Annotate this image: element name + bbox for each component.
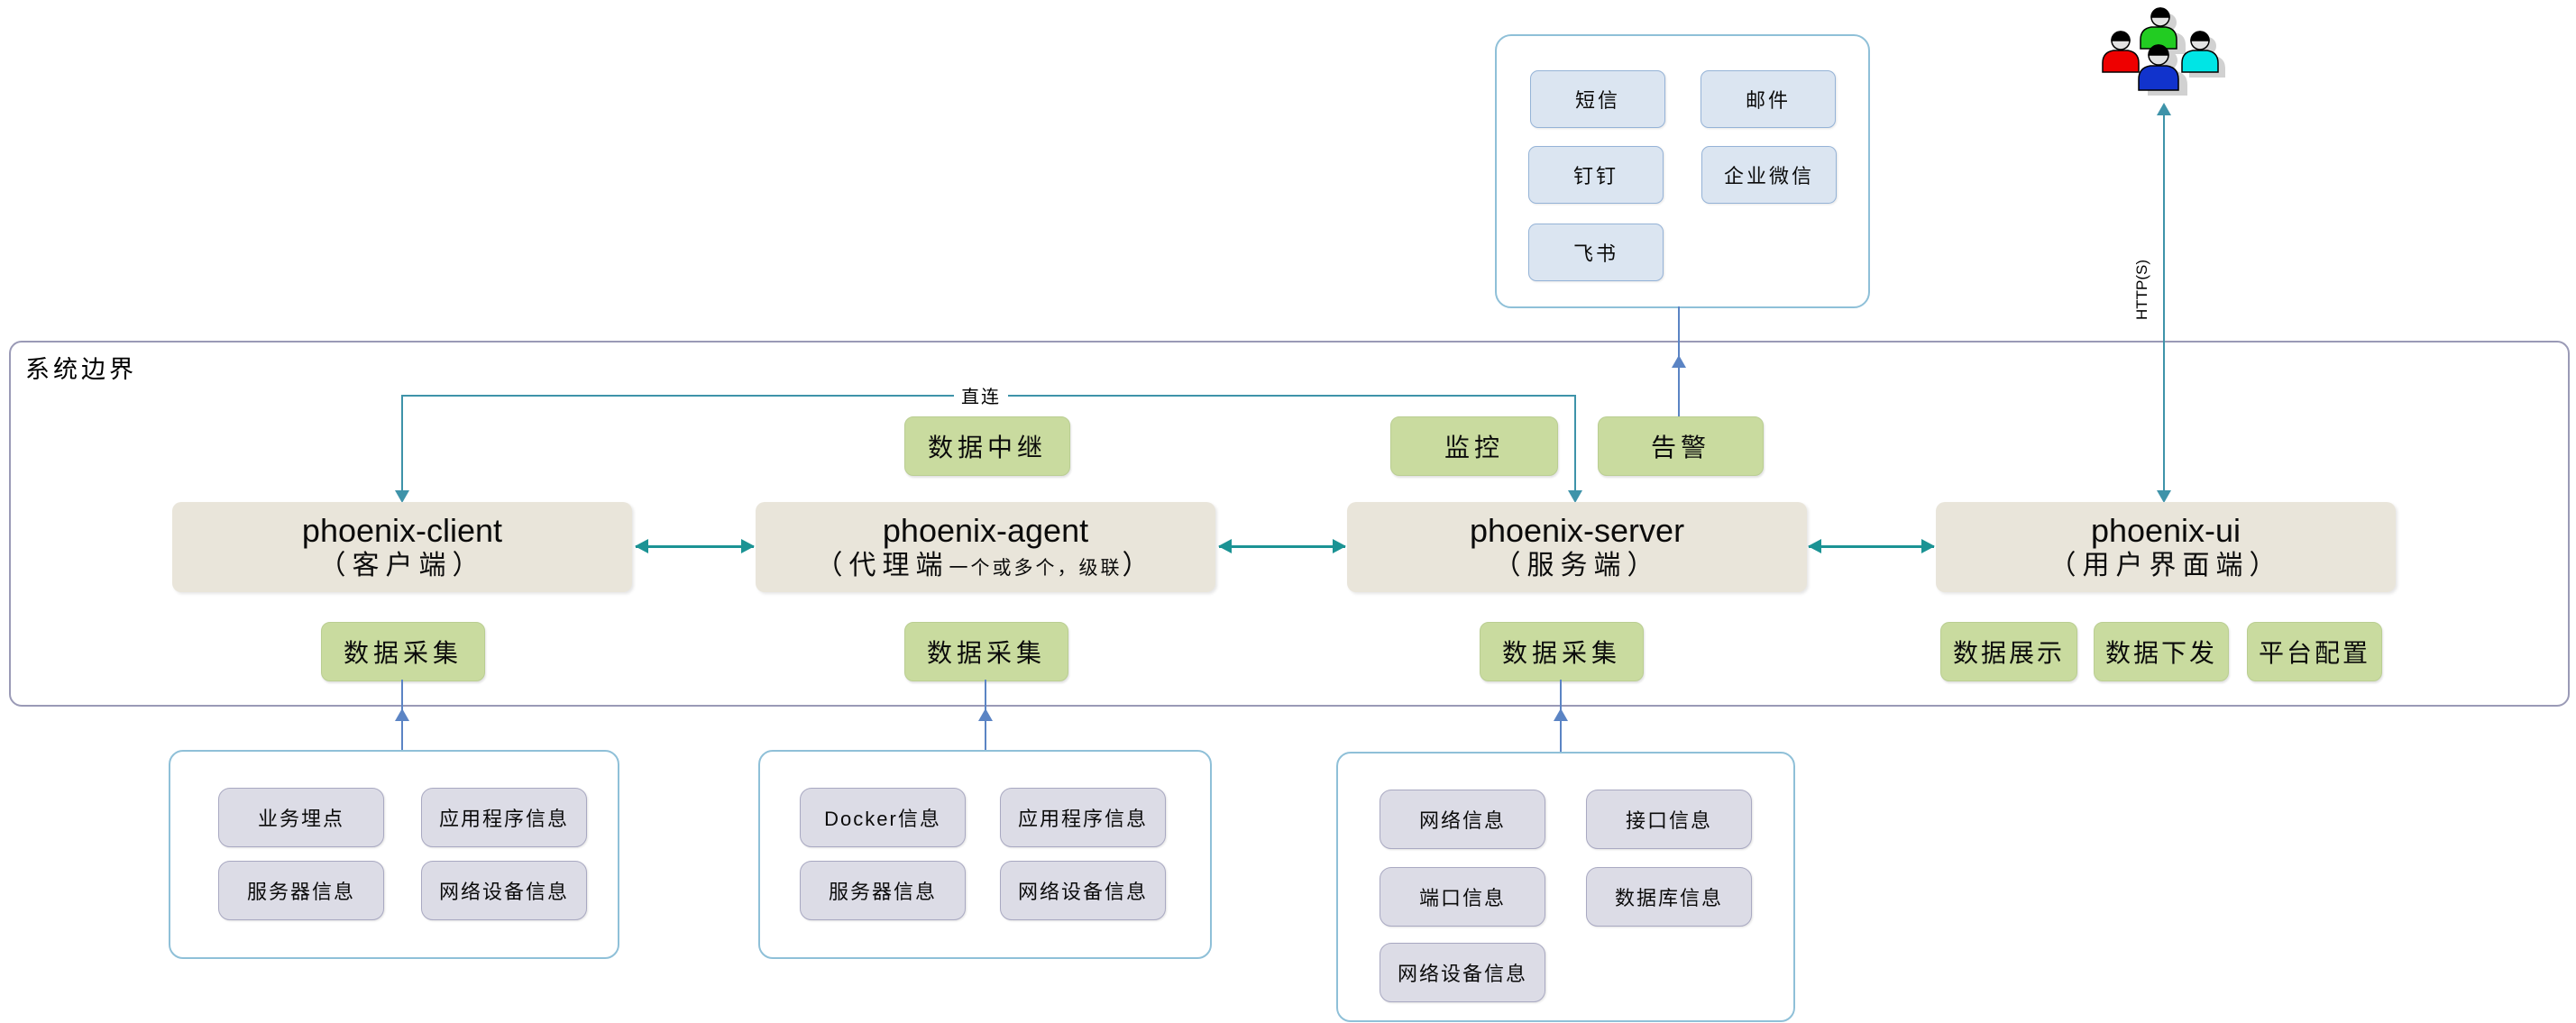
component-subtitle: （用户界面端） <box>2049 550 2283 580</box>
info-box: 端口信息 <box>1380 867 1545 927</box>
direct-arrow-server-icon <box>1568 490 1582 503</box>
client-collect-arrow-icon <box>395 708 409 721</box>
agent-sources-group: Docker信息 应用程序信息 服务器信息 网络设备信息 <box>758 750 1212 959</box>
info-box: 数据库信息 <box>1586 867 1752 927</box>
notify-box-email: 邮件 <box>1701 70 1836 128</box>
arrow-right-icon <box>1333 539 1346 553</box>
notify-box-dingtalk: 钉钉 <box>1528 146 1664 204</box>
info-box: 服务器信息 <box>800 861 966 920</box>
link-agent-server <box>1218 539 1346 553</box>
subtitle-prefix: （代理端 <box>815 550 949 580</box>
server-collect-box: 数据采集 <box>1480 622 1644 681</box>
arrow-right-icon <box>741 539 755 553</box>
ui-function-dispatch-box: 数据下发 <box>2094 622 2229 681</box>
client-collect-box: 数据采集 <box>321 622 485 681</box>
direct-arrow-client-icon <box>395 490 409 503</box>
arrow-left-icon <box>1808 539 1821 553</box>
https-link-label: HTTP(S) <box>2133 260 2150 321</box>
link-client-agent <box>635 539 755 553</box>
https-link-line <box>2163 108 2165 492</box>
component-phoenix-server: phoenix-server （服务端） <box>1347 502 1807 592</box>
component-phoenix-agent: phoenix-agent （代理端一个或多个，级联） <box>756 502 1215 592</box>
notify-box-feishu: 飞书 <box>1528 224 1664 281</box>
info-box: 网络设备信息 <box>421 861 587 920</box>
info-box: 业务埋点 <box>218 788 384 847</box>
notification-channels-group: 短信 邮件 钉钉 企业微信 飞书 <box>1495 34 1870 308</box>
info-box: 网络设备信息 <box>1380 943 1545 1002</box>
alert-box: 告警 <box>1598 416 1764 476</box>
users-icon <box>2102 7 2225 96</box>
component-phoenix-ui: phoenix-ui （用户界面端） <box>1936 502 2396 592</box>
subtitle-suffix: ） <box>1122 550 1156 580</box>
info-box: 应用程序信息 <box>1000 788 1166 847</box>
component-title: phoenix-ui <box>2090 512 2241 550</box>
https-arrow-down-icon <box>2157 490 2171 503</box>
monitor-box: 监控 <box>1390 416 1558 476</box>
info-box: 网络设备信息 <box>1000 861 1166 920</box>
info-box: 网络信息 <box>1380 790 1545 849</box>
component-subtitle: （服务端） <box>1493 550 1661 580</box>
system-boundary-label: 系统边界 <box>25 356 137 383</box>
alert-arrow-up-icon <box>1672 355 1686 368</box>
link-server-ui <box>1808 539 1935 553</box>
ui-function-config-box: 平台配置 <box>2247 622 2382 681</box>
server-sources-group: 网络信息 接口信息 端口信息 数据库信息 网络设备信息 <box>1336 752 1795 1022</box>
info-box: 服务器信息 <box>218 861 384 920</box>
https-arrow-up-icon <box>2157 103 2171 115</box>
relay-box: 数据中继 <box>904 416 1070 476</box>
info-box: 应用程序信息 <box>421 788 587 847</box>
arrow-left-icon <box>635 539 648 553</box>
info-box: Docker信息 <box>800 788 966 847</box>
direct-link-label: 直连 <box>954 382 1008 408</box>
component-phoenix-client: phoenix-client （客户端） <box>172 502 632 592</box>
notify-box-sms: 短信 <box>1530 70 1665 128</box>
component-title: phoenix-client <box>301 512 503 550</box>
notify-box-wecom: 企业微信 <box>1701 146 1837 204</box>
direct-link-line-left <box>401 395 403 492</box>
arrow-left-icon <box>1218 539 1232 553</box>
client-sources-group: 业务埋点 应用程序信息 服务器信息 网络设备信息 <box>169 750 619 959</box>
info-box: 接口信息 <box>1586 790 1752 849</box>
arrow-right-icon <box>1921 539 1935 553</box>
ui-function-display-box: 数据展示 <box>1940 622 2077 681</box>
direct-link-line-right <box>1574 395 1576 492</box>
agent-collect-arrow-icon <box>978 708 993 721</box>
agent-collect-box: 数据采集 <box>904 622 1068 681</box>
component-subtitle: （客户端） <box>318 550 486 580</box>
component-subtitle: （代理端一个或多个，级联） <box>816 550 1156 582</box>
component-title: phoenix-server <box>1469 512 1685 550</box>
subtitle-note: 一个或多个，级联 <box>949 557 1123 579</box>
component-title: phoenix-agent <box>882 512 1089 550</box>
server-collect-arrow-icon <box>1554 708 1568 721</box>
